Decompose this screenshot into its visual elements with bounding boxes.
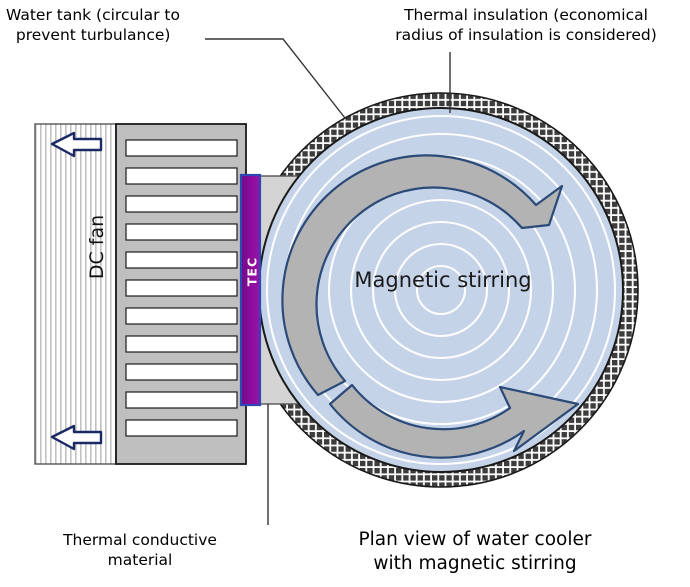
airflow-arrow-bottom [50,424,103,451]
leader-lines [205,38,451,525]
magnetic-stirring-arrows [281,154,580,459]
tec-module [239,173,262,407]
airflow-arrows [50,131,103,451]
label-water-tank-line2: prevent turbulance) [6,26,171,45]
stir-arrow-lower [328,383,580,459]
label-thermal-conductive-material: Thermal conductive material [40,530,240,570]
label-thermal-material-line2: material [107,551,173,570]
label-insulation-line2: radius of insulation is considered) [395,26,657,45]
label-dc-fan: DC fan [86,214,108,280]
label-thermal-material-line1: Thermal conductive [63,531,217,549]
label-insulation-line1: Thermal insulation (economical [404,6,648,24]
caption-line1: Plan view of water cooler [358,529,592,550]
label-tec: TEC [244,256,260,287]
label-magnetic-stirring: Magnetic stirring [354,268,532,292]
leader-water-tank [205,38,346,119]
label-water-tank-line1: Water tank (circular to [6,6,180,24]
caption-line2: with magnetic stirring [373,553,577,575]
airflow-arrow-top [50,131,103,158]
fan-heatsink-assembly [34,123,247,465]
label-water-tank: Water tank (circular to prevent turbulan… [6,5,180,45]
heatsink-fins [125,139,238,437]
label-thermal-insulation: Thermal insulation (economical radius of … [366,5,686,45]
stir-arrow-upper [281,154,564,397]
figure-caption: Plan view of water cooler with magnetic s… [290,528,660,577]
dc-fan [34,123,117,465]
